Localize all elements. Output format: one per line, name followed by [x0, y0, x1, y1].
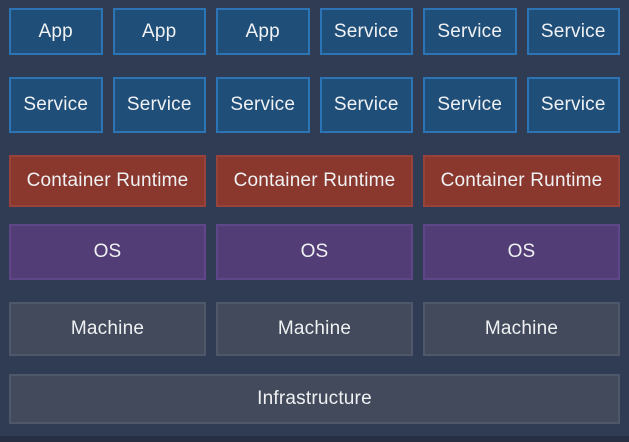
box-service: Service: [319, 8, 413, 55]
box-app: App: [112, 8, 206, 55]
row-os: OS OS OS: [9, 224, 620, 280]
box-container-runtime: Container Runtime: [9, 155, 206, 207]
box-infrastructure: Infrastructure: [9, 374, 620, 424]
box-machine: Machine: [216, 302, 413, 356]
box-service: Service: [526, 8, 620, 55]
row-machine: Machine Machine Machine: [9, 302, 620, 356]
box-service: Service: [9, 77, 103, 133]
box-service: Service: [423, 77, 517, 133]
row-apps-services: App App App Service Service Service: [9, 8, 620, 55]
box-service: Service: [423, 8, 517, 55]
box-app: App: [216, 8, 310, 55]
bottom-edge-strip: [0, 436, 629, 442]
row-container-runtime: Container Runtime Container Runtime Cont…: [9, 155, 620, 207]
row-infrastructure: Infrastructure: [9, 374, 620, 424]
box-os: OS: [9, 224, 206, 280]
box-os: OS: [423, 224, 620, 280]
box-machine: Machine: [423, 302, 620, 356]
row-services: Service Service Service Service Service …: [9, 77, 620, 133]
box-container-runtime: Container Runtime: [423, 155, 620, 207]
box-service: Service: [112, 77, 206, 133]
box-app: App: [9, 8, 103, 55]
box-service: Service: [526, 77, 620, 133]
stack-layers: App App App Service Service Service Serv…: [9, 0, 620, 424]
box-service: Service: [216, 77, 310, 133]
box-container-runtime: Container Runtime: [216, 155, 413, 207]
box-os: OS: [216, 224, 413, 280]
box-machine: Machine: [9, 302, 206, 356]
box-service: Service: [319, 77, 413, 133]
